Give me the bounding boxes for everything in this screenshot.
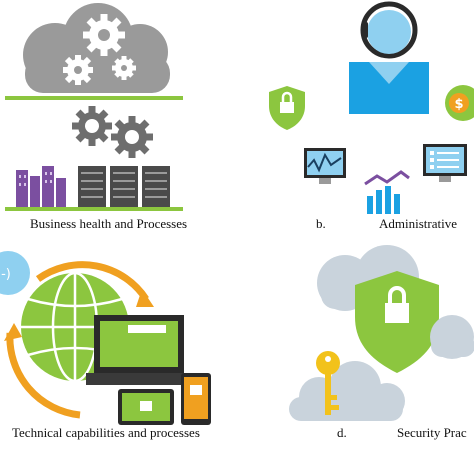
key-icon bbox=[316, 351, 340, 415]
headset-user-icon bbox=[349, 1, 429, 114]
phone-icon bbox=[181, 373, 211, 425]
business-illustration bbox=[5, 3, 183, 211]
cloud-icon bbox=[289, 361, 405, 421]
lock-shield-icon bbox=[269, 86, 305, 130]
security-illustration bbox=[289, 245, 474, 421]
bubble-text: -) bbox=[1, 267, 11, 282]
technical-illustration: -) bbox=[0, 251, 211, 425]
lock-shield-icon bbox=[355, 271, 439, 373]
server-rack-icon bbox=[78, 166, 170, 208]
panel-technical: -) bbox=[0, 237, 237, 474]
gear-icon bbox=[72, 106, 112, 146]
panel-business-health: Business health and Processes bbox=[0, 0, 237, 237]
laptop-icon bbox=[86, 315, 194, 385]
chat-bubble-icon: -) bbox=[0, 251, 30, 295]
panel-security: d. Security Prac bbox=[237, 237, 474, 474]
caption-a: Business health and Processes bbox=[30, 216, 188, 231]
caption-d: Security Prac bbox=[397, 425, 467, 440]
gear-icon bbox=[112, 56, 136, 80]
panel-administrative: $ b. Administrative bbox=[237, 0, 474, 237]
cloud-icon bbox=[23, 3, 170, 93]
building-icon bbox=[16, 166, 66, 208]
ground-line bbox=[5, 207, 183, 211]
checklist-monitor-icon bbox=[423, 144, 467, 182]
bar-line-chart-icon bbox=[364, 170, 410, 214]
label-b: b. bbox=[316, 216, 326, 231]
gear-icon bbox=[83, 14, 125, 56]
monitor-chart-icon bbox=[304, 148, 346, 184]
label-d: d. bbox=[337, 425, 347, 440]
gear-icon bbox=[111, 116, 153, 158]
dollar-icon: $ bbox=[445, 85, 474, 121]
divider-line bbox=[5, 96, 183, 100]
cycle-arrows-icon bbox=[4, 261, 154, 419]
gear-icon bbox=[63, 55, 93, 85]
administrative-illustration: $ bbox=[269, 1, 474, 214]
cloud-icon bbox=[430, 315, 474, 359]
caption-b: Administrative bbox=[379, 216, 457, 231]
svg-text:$: $ bbox=[454, 97, 463, 112]
caption-c: Technical capabilities and processes bbox=[12, 425, 200, 440]
tablet-icon bbox=[118, 389, 174, 425]
